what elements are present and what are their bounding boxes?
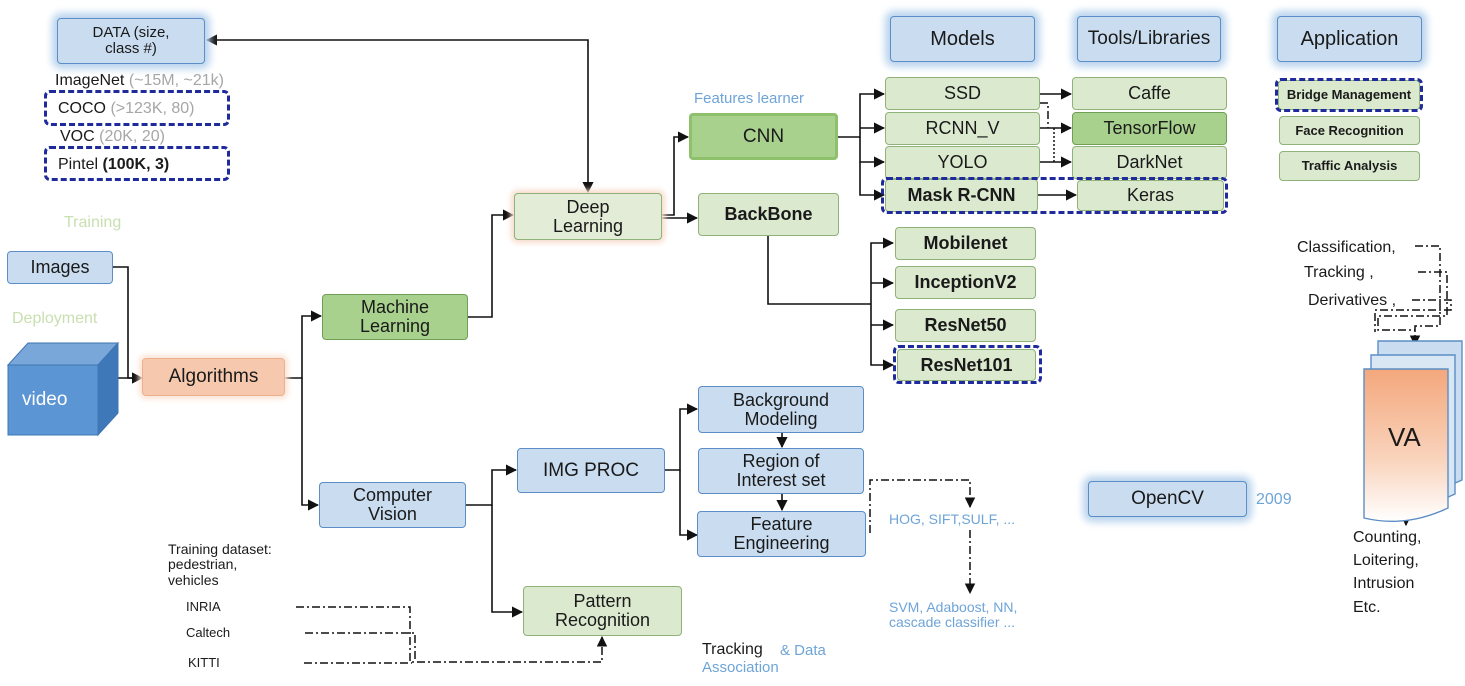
dataset-caltech: Caltech [186, 625, 231, 640]
coco-highlight [44, 90, 230, 126]
va-outputs: Counting, Loitering, Intrusion Etc. [1353, 529, 1422, 616]
va-input-tracking: Tracking , [1304, 264, 1374, 281]
machine-learning-node: Machine Learning [322, 294, 468, 340]
algorithms-node: Algorithms [142, 358, 285, 396]
opencv-node: OpenCV [1088, 481, 1247, 517]
dataset-pintel: Pintel (100K, 3) [58, 156, 170, 173]
dataset-kitti: KITTI [188, 655, 220, 670]
tool-caffe: Caffe [1072, 77, 1227, 110]
background-modeling-node: Background Modeling [698, 386, 864, 433]
models-header: Models [890, 16, 1035, 62]
deep-learning-node: Deep Learning [514, 193, 662, 240]
data-box: DATA (size, class #) [57, 18, 205, 64]
training-label: Training [64, 214, 122, 231]
model-yolo: YOLO [885, 146, 1040, 179]
opencv-year: 2009 [1256, 491, 1292, 508]
dataset-inria: INRIA [186, 599, 221, 614]
feature-engineering-node: Feature Engineering [697, 511, 866, 557]
backbone-resnet101: ResNet101 [897, 349, 1036, 381]
va-input-classification: Classification, [1297, 239, 1396, 256]
backbone-resnet50: ResNet50 [895, 309, 1036, 342]
images-node: Images [7, 251, 113, 284]
hog-label: HOG, SIFT,SULF, ... [889, 511, 1016, 527]
roi-node: Region of Interest set [698, 448, 864, 494]
va-input-derivatives: Derivatives , [1308, 292, 1397, 309]
application-header: Application [1277, 16, 1422, 62]
resnet101-highlight [893, 345, 1042, 384]
backbone-mobilenet: Mobilenet [895, 227, 1036, 260]
img-proc-node: IMG PROC [517, 448, 665, 493]
model-rcnn-v: RCNN_V [885, 112, 1040, 145]
features-learner-label: Features learner [694, 90, 805, 107]
tool-darknet: DarkNet [1072, 146, 1227, 179]
bridge-highlight [1275, 78, 1423, 112]
computer-vision-node: Computer Vision [319, 482, 466, 528]
pintel-highlight [44, 146, 230, 181]
video-node: video [22, 389, 68, 410]
dataset-imagenet: ImageNet (~15M, ~21k) [55, 72, 224, 89]
backbone-inceptionv2: InceptionV2 [895, 266, 1036, 299]
cnn-node: CNN [689, 113, 838, 160]
tool-tensorflow: TensorFlow [1072, 112, 1227, 145]
dataset-coco: COCO (>123K, 80) [58, 100, 195, 117]
backbone-node: BackBone [698, 193, 839, 236]
app-face-recognition: Face Recognition [1279, 116, 1420, 145]
tracking-label: Tracking [702, 641, 763, 658]
data-association-label: & Data Association [702, 642, 826, 676]
tools-header: Tools/Libraries [1077, 16, 1221, 62]
pattern-recognition-node: Pattern Recognition [523, 586, 682, 636]
model-mask-rcnn: Mask R-CNN [885, 179, 1038, 212]
dataset-voc: VOC (20K, 20) [60, 128, 165, 145]
deployment-label: Deployment [12, 310, 98, 327]
model-ssd: SSD [885, 77, 1040, 110]
va-node: VA [1388, 422, 1421, 452]
mask-keras-highlight [881, 177, 1228, 214]
training-dataset-label: Training dataset: pedestrian, vehicles [168, 541, 272, 588]
app-traffic-analysis: Traffic Analysis [1279, 151, 1420, 181]
svm-label: SVM, Adaboost, NN, cascade classifier ..… [889, 599, 1018, 631]
tool-keras: Keras [1077, 180, 1224, 211]
